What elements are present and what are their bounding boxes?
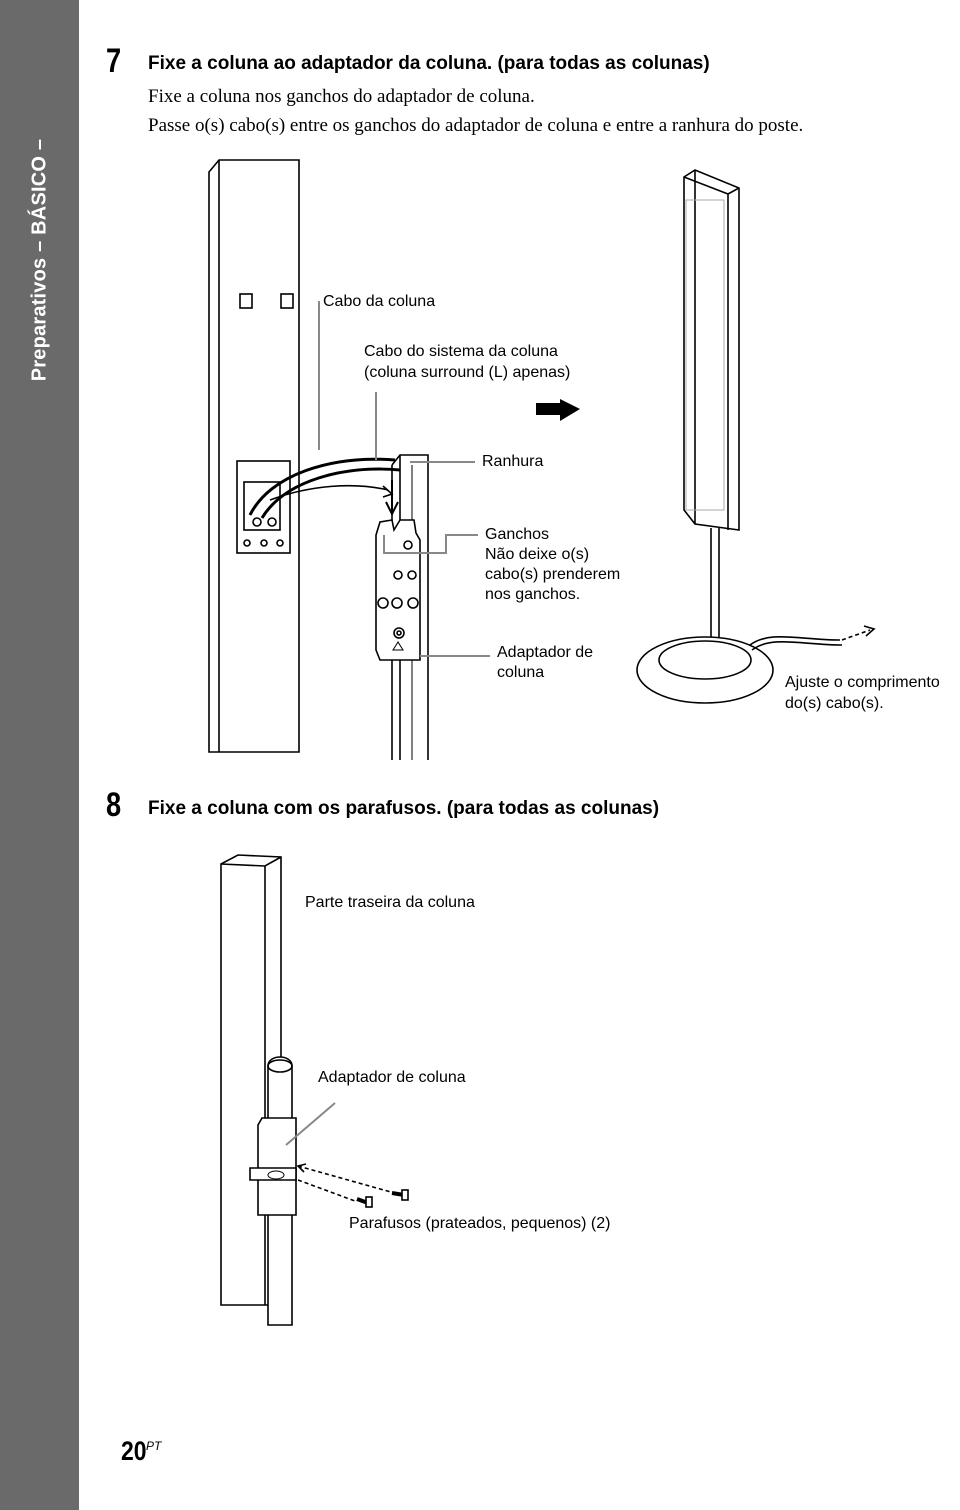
speaker-front-view	[636, 169, 876, 704]
label-cabo-da-coluna: Cabo da coluna	[323, 293, 436, 310]
step-8-number: 8	[106, 786, 122, 824]
page-suffix: PT	[146, 1439, 162, 1453]
sidebar: Preparativos – BÁSICO –	[0, 0, 79, 1510]
transition-arrow	[536, 399, 580, 421]
step-7-line-1: Fixe a coluna nos ganchos do adaptador d…	[148, 86, 535, 107]
speaker-adaptor	[375, 519, 421, 661]
label-ranhura: Ranhura	[482, 453, 544, 470]
label-ajuste-1: Ajuste o comprimento	[785, 674, 940, 691]
label-cabo-sistema-1: Cabo do sistema da coluna	[364, 343, 558, 360]
label-ganchos-4: nos ganchos.	[485, 586, 581, 603]
label-adaptador-2: coluna	[497, 664, 545, 681]
step-7-number: 7	[106, 42, 122, 80]
page-number: 20	[121, 1436, 147, 1466]
speaker-back-panel	[208, 159, 300, 753]
pole-and-adaptor	[249, 1056, 297, 1326]
label-ganchos-1: Ganchos	[485, 526, 550, 543]
step-8-illustration	[220, 854, 409, 1326]
label-cabo-sistema-2: (coluna surround (L) apenas)	[364, 364, 571, 381]
step-7-line-2: Passe o(s) cabo(s) entre os ganchos do a…	[148, 115, 804, 136]
label-parafusos: Parafusos (prateados, pequenos) (2)	[349, 1215, 611, 1232]
label-adaptador-de-coluna: Adaptador de coluna	[318, 1069, 466, 1086]
label-ganchos-3: cabo(s) prenderem	[485, 566, 621, 583]
step-8-title: Fixe a coluna com os parafusos. (para to…	[148, 798, 660, 819]
label-parte-traseira: Parte traseira da coluna	[305, 894, 475, 911]
screws	[356, 1189, 409, 1208]
label-ganchos-2: Não deixe o(s)	[485, 546, 590, 563]
step-7-title: Fixe a coluna ao adaptador da coluna. (p…	[148, 53, 710, 74]
label-adaptador-1: Adaptador de	[497, 644, 594, 661]
label-ajuste-2: do(s) cabo(s).	[785, 695, 884, 712]
step-7-illustration	[208, 159, 876, 760]
